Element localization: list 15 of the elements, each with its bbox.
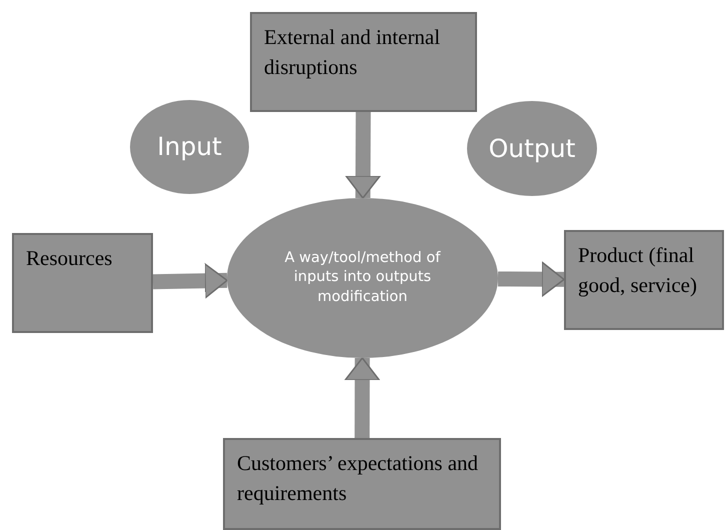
input-box	[12, 233, 153, 333]
block-arrow	[498, 262, 565, 298]
text-box	[223, 438, 501, 530]
block-arrow	[344, 357, 380, 438]
block-arrow	[152, 263, 228, 299]
node-label: Product (final good, service)	[578, 242, 698, 300]
node-label: Output	[488, 132, 576, 165]
node-label: Customers’ expectations and requirements	[237, 450, 480, 508]
output-box	[564, 230, 724, 330]
process-text: A way/tool/method of inputs into outputs modification	[284, 248, 442, 307]
node-label: Resources	[26, 245, 114, 272]
block-arrow	[345, 112, 381, 199]
node-label: External and internal disruptions	[264, 24, 442, 82]
text-box	[250, 12, 477, 112]
node-label: Input	[157, 131, 222, 164]
